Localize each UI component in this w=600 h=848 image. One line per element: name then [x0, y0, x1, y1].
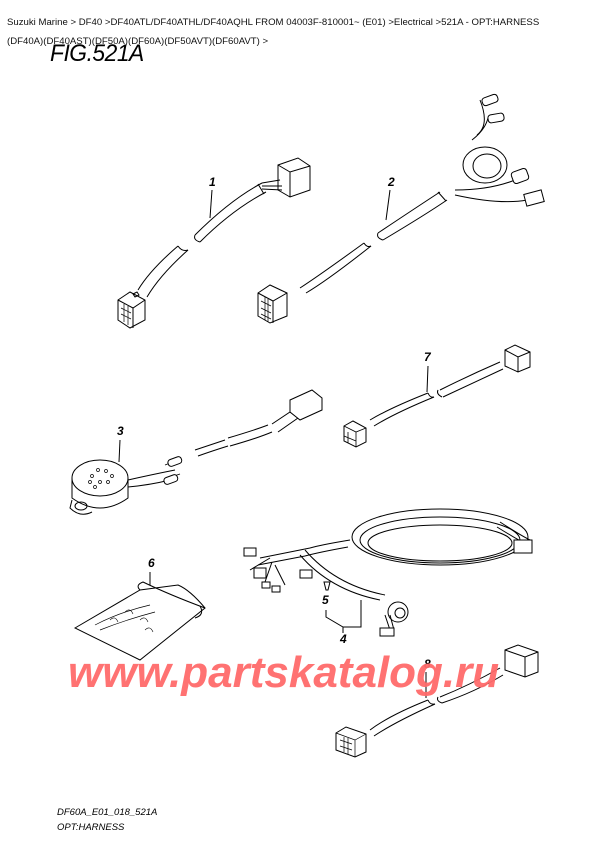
part-8-harness[interactable] [335, 644, 539, 758]
part-6-instruction-sheet[interactable] [73, 581, 206, 661]
breadcrumb-line-2[interactable]: (DF40A)(DF40AST)(DF50A)(DF60A)(DF50AVT)(… [7, 36, 269, 47]
callout-8: 8 [424, 657, 431, 671]
leader-line-3 [118, 439, 121, 463]
callout-7: 7 [424, 350, 432, 364]
part-1-harness[interactable] [117, 157, 311, 329]
callout-3: 3 [117, 424, 124, 438]
bracket-leader-4-5 [325, 600, 362, 628]
figure-name: OPT:HARNESS [57, 822, 125, 833]
part-3-buzzer[interactable] [69, 389, 323, 515]
breadcrumb: Suzuki Marine > DF40 >DF40ATL/DF40ATHL/D… [7, 13, 597, 51]
part-2-harness[interactable] [257, 93, 545, 324]
leader-line-2 [385, 189, 391, 221]
figure-title: FIG.521A [50, 40, 144, 67]
part-4-harness-assy[interactable] [243, 508, 533, 637]
breadcrumb-line-1[interactable]: Suzuki Marine > DF40 >DF40ATL/DF40ATHL/D… [7, 17, 540, 28]
leader-line-1 [209, 189, 213, 219]
callout-5: 5 [322, 593, 329, 607]
part-7-harness[interactable] [343, 344, 531, 448]
callout-1: 1 [209, 175, 216, 189]
callout-6: 6 [148, 556, 155, 570]
callout-4: 4 [339, 632, 347, 646]
figure-code: DF60A_E01_018_521A [57, 807, 158, 818]
leader-line-7 [426, 365, 429, 393]
watermark: www.partskatalog.ru [68, 648, 500, 697]
callout-2: 2 [387, 175, 395, 189]
